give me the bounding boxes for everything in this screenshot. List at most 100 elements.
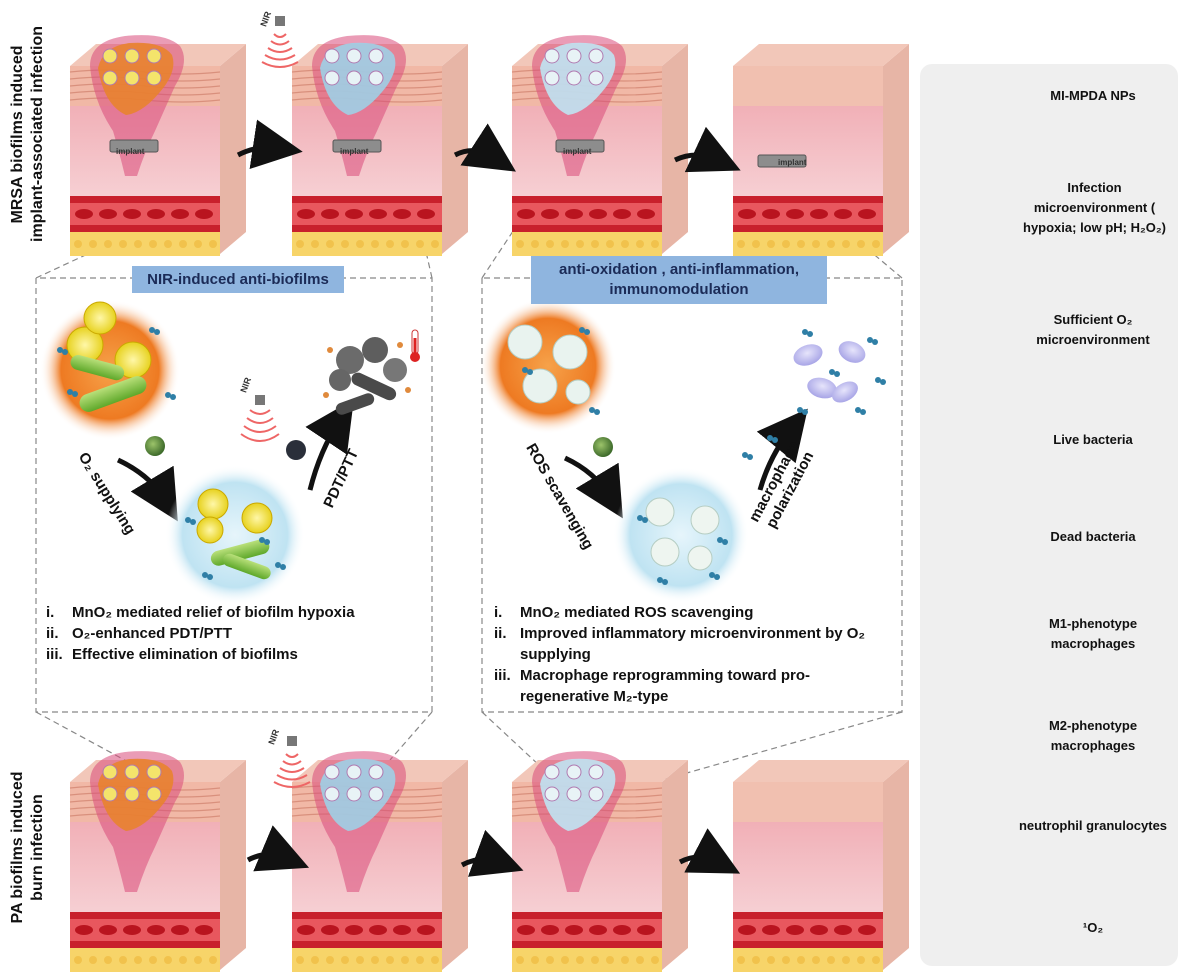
legend-label-nanoparticles: MI-MPDA NPs [1050, 88, 1136, 103]
oxygen-cluster [165, 465, 305, 605]
bottom-row-label: PA biofilms induced burn infection [8, 760, 48, 935]
oxygen-molecule [259, 537, 270, 545]
implant-shape [109, 139, 159, 153]
list-item-number: i. [46, 604, 55, 621]
process-arrow [460, 829, 524, 877]
legend-label-dead-bacteria: Dead bacteria [1050, 529, 1136, 544]
implant-shape [555, 139, 605, 153]
oxygen-molecule [185, 517, 196, 525]
nir-beam [273, 736, 311, 788]
tissue-block-bottom-1 [69, 751, 246, 972]
nanoparticle-icon [145, 436, 165, 456]
right-panel-list: i. MnO₂ mediated ROS scavenging ii. Improv… [494, 602, 894, 707]
dead-bacteria-cluster [323, 337, 411, 415]
left-panel-list: i. MnO₂ mediated relief of biofilm hypoxi… [46, 602, 426, 665]
oxygen-molecule [829, 369, 840, 377]
legend-label-m1: M1-phenotype macrophages [1048, 616, 1138, 651]
oxygen-molecule [657, 577, 668, 585]
bottom-row-label-line-1: PA biofilms induced [9, 771, 26, 924]
tissue-block-top-4 [732, 44, 909, 256]
list-item-text: MnO₂ mediated relief of biofilm hypoxia [72, 604, 355, 621]
right-panel-title-line-1: anti-oxidation , anti-inflammation, [559, 261, 799, 278]
thermometer-icon [410, 329, 420, 362]
oxygen-molecule [165, 392, 176, 400]
m1-cluster [507, 324, 591, 405]
list-item: ii. Improved inflammatory microenvironmen… [494, 623, 894, 665]
oxygen-molecule [637, 515, 648, 523]
left-panel-title: NIR-induced anti-biofilms [132, 266, 344, 293]
implant-label: implant [563, 147, 592, 156]
list-item-text: Macrophage reprogramming toward pro-rege… [520, 667, 811, 705]
legend-label-infection: Infection microenvironment ( hypoxia; lo… [1023, 180, 1166, 235]
legend-label-neutrophil: neutrophil granulocytes [1018, 818, 1168, 833]
top-row-label-line-1: MRSA biofilms induced [9, 45, 26, 224]
oxygen-molecule [149, 327, 160, 335]
m2-cluster [793, 341, 866, 403]
oxygen-molecule [202, 572, 213, 580]
mpda-sphere [286, 440, 306, 460]
bacteria-in-oxygen [196, 488, 273, 580]
top-row-label: MRSA biofilms induced implant-associated… [8, 25, 48, 242]
implant-label: implant [340, 147, 369, 156]
list-item-number: ii. [46, 625, 59, 642]
nir-beam [261, 16, 299, 68]
oxygen-molecule [522, 367, 533, 375]
list-item-text: Effective elimination of biofilms [72, 646, 298, 663]
top-row-label-line-2: implant-associated infection [29, 25, 46, 242]
process-arrow [246, 825, 310, 872]
list-item-number: i. [494, 604, 503, 621]
legend-label-live-bacteria: Live bacteria [1053, 432, 1133, 447]
oxygen-molecule [855, 407, 866, 415]
list-item-number: iii. [494, 667, 511, 684]
implant-label: implant [116, 147, 145, 156]
row-arrows [236, 16, 741, 877]
implant-shape [332, 139, 382, 153]
nanoparticle-icon [593, 437, 613, 457]
tissue-block-bottom-4 [732, 760, 909, 972]
tissue-blocks [69, 35, 909, 972]
m1-in-oxygen [645, 497, 720, 571]
oxygen-molecule [875, 377, 886, 385]
list-item-text: MnO₂ mediated ROS scavenging [520, 604, 754, 621]
oxygen-molecule [589, 407, 600, 415]
oxygen-cluster-right [613, 467, 749, 603]
oxygen-molecule [797, 407, 808, 415]
list-item-number: ii. [494, 625, 507, 642]
bottom-row-label-line-2: burn infection [29, 794, 46, 901]
right-panel-title: anti-oxidation , anti-inflammation, immu… [531, 256, 827, 304]
oxygen-molecule [57, 347, 68, 355]
tissue-block-bottom-2 [291, 751, 468, 972]
oxygen-molecule [67, 389, 78, 397]
oxygen-molecule [275, 562, 286, 570]
list-item-text: O₂-enhanced PDT/PTT [72, 625, 233, 642]
process-arrow [678, 828, 741, 874]
process-arrow [453, 123, 516, 172]
right-panel-title-line-2: immunomodulation [609, 281, 749, 298]
oxygen-molecule [767, 435, 778, 443]
list-item: iii. Effective elimination of biofilms [46, 644, 426, 665]
oxygen-molecule [742, 452, 753, 460]
legend-panel [920, 64, 1178, 966]
left-panel-title-text: NIR-induced anti-biofilms [147, 270, 329, 288]
process-arrow [236, 119, 303, 170]
oxygen-molecule [717, 537, 728, 545]
list-item-number: iii. [46, 646, 63, 663]
list-item: i. MnO₂ mediated relief of biofilm hypoxi… [46, 602, 426, 623]
implant-label: implant [778, 158, 807, 167]
oxygen-molecule [802, 329, 813, 337]
implant-shape [757, 154, 807, 168]
process-arrow [673, 126, 741, 173]
oxygen-molecule [579, 327, 590, 335]
left-panel-art [40, 300, 420, 605]
oxygen-molecule [867, 337, 878, 345]
list-item: ii. O₂-enhanced PDT/PTT [46, 623, 426, 644]
list-item-text: Improved inflammatory microenvironment b… [520, 625, 866, 663]
legend-label-singlet-oxygen: ¹O₂ [1082, 920, 1104, 935]
legend-label-m2: M2-phenotype macrophages [1048, 718, 1138, 753]
list-item: iii. Macrophage reprogramming toward pro-… [494, 665, 894, 707]
legend-label-oxygen: Sufficient O₂ microenvironment [1036, 312, 1150, 347]
oxygen-molecule [709, 572, 720, 580]
tissue-block-top-1 [69, 35, 246, 256]
